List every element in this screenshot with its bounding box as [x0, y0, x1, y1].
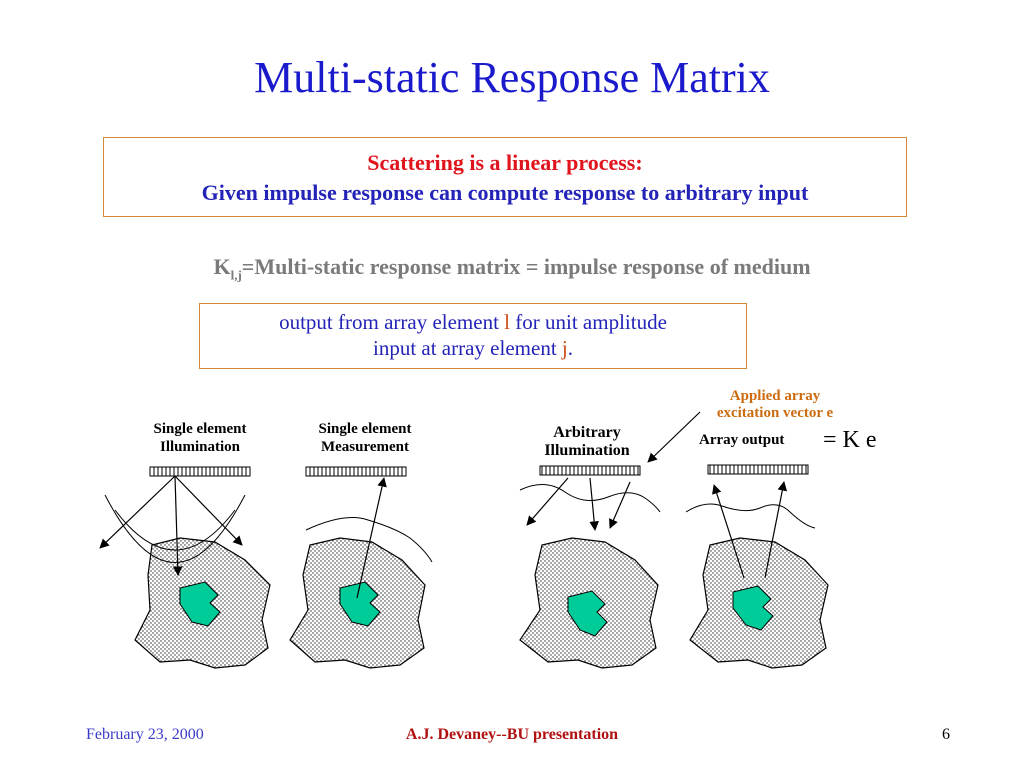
label-single-measurement-line1: Single element — [318, 421, 412, 437]
label-arbitrary-illumination: Arbitrary Illumination — [517, 424, 657, 460]
label-single-measurement: Single element Measurement — [290, 420, 440, 456]
label-single-illumination-line1: Single element — [153, 421, 247, 437]
scatterer-2 — [339, 581, 381, 627]
label-single-illumination: Single element Illumination — [125, 420, 275, 456]
ray-right-1 — [174, 475, 243, 546]
transducer-array-2 — [305, 466, 407, 477]
transducer-array-4 — [707, 464, 809, 475]
ray-down-1 — [172, 475, 183, 576]
label-single-illumination-line2: Illumination — [159, 439, 241, 455]
k-definition: Kl,j=Multi-static response matrix = impu… — [0, 254, 1024, 283]
element-j: j — [561, 336, 568, 360]
label-array-output: Array output — [699, 432, 785, 448]
wavefront-outer-1 — [104, 494, 246, 563]
footer-presenter: A.J. Devaney--BU presentation — [405, 726, 619, 743]
ray-up-2 — [356, 477, 387, 599]
panel-single-measurement — [289, 466, 433, 669]
scatterer-4 — [732, 585, 774, 631]
label-arbitrary-line2: Illumination — [544, 442, 630, 459]
label-arbitrary-line1: Arbitrary — [553, 424, 621, 441]
ray-down-3 — [589, 477, 599, 531]
matrix-element-line1: output from array element l for unit amp… — [200, 309, 746, 335]
scattered-wave-2 — [305, 517, 433, 563]
scatterer-1 — [179, 581, 221, 627]
label-applied-excitation: Applied array excitation vector e — [690, 388, 860, 422]
matrix-element-line2: input at array element j. — [200, 335, 746, 361]
ray-right-3 — [609, 481, 631, 529]
box2-text-b: for unit amplitude — [510, 310, 667, 334]
label-single-measurement-line2: Measurement — [320, 439, 410, 455]
box2-text-d: . — [567, 336, 573, 360]
transducer-array-3 — [539, 465, 641, 476]
ray-left-3 — [526, 477, 569, 526]
slide-title: Multi-static Response Matrix — [254, 53, 770, 102]
page-number: 6 — [942, 726, 950, 743]
transducer-array-1 — [149, 466, 251, 477]
k-definition-text: =Multi-static response matrix = impulse … — [241, 254, 811, 279]
box2-text-a: output from array element — [279, 310, 505, 334]
linear-process-heading: Scattering is a linear process: — [367, 150, 643, 175]
footer-date: February 23, 2000 — [86, 726, 204, 743]
box2-text-c: input at array element — [372, 336, 562, 360]
k-subscript: l,j — [230, 267, 242, 283]
impulse-response-statement: Given impulse response can compute respo… — [201, 180, 809, 205]
panel-arbitrary-illumination — [519, 411, 701, 669]
label-applied-line1: Applied array — [729, 388, 821, 404]
scattered-wave-4 — [685, 503, 816, 529]
wavefront-inner-1 — [114, 509, 236, 551]
ray-left-1 — [99, 475, 176, 549]
scatterer-3 — [567, 590, 608, 637]
ray-up-right-4 — [764, 481, 788, 579]
panel-single-illumination — [99, 466, 271, 669]
excitation-pointer-arrow — [647, 411, 701, 463]
panel-array-output — [685, 464, 829, 669]
ray-up-left-4 — [712, 484, 745, 579]
linear-process-box: Scattering is a linear process: Given im… — [103, 137, 907, 217]
label-applied-line2: excitation vector e — [716, 405, 834, 421]
label-ke-equation: = K e — [823, 427, 877, 453]
matrix-element-box: output from array element l for unit amp… — [199, 303, 747, 369]
element-l: l — [504, 310, 511, 334]
k-symbol: K — [213, 254, 231, 279]
incident-wave-3 — [519, 484, 661, 513]
